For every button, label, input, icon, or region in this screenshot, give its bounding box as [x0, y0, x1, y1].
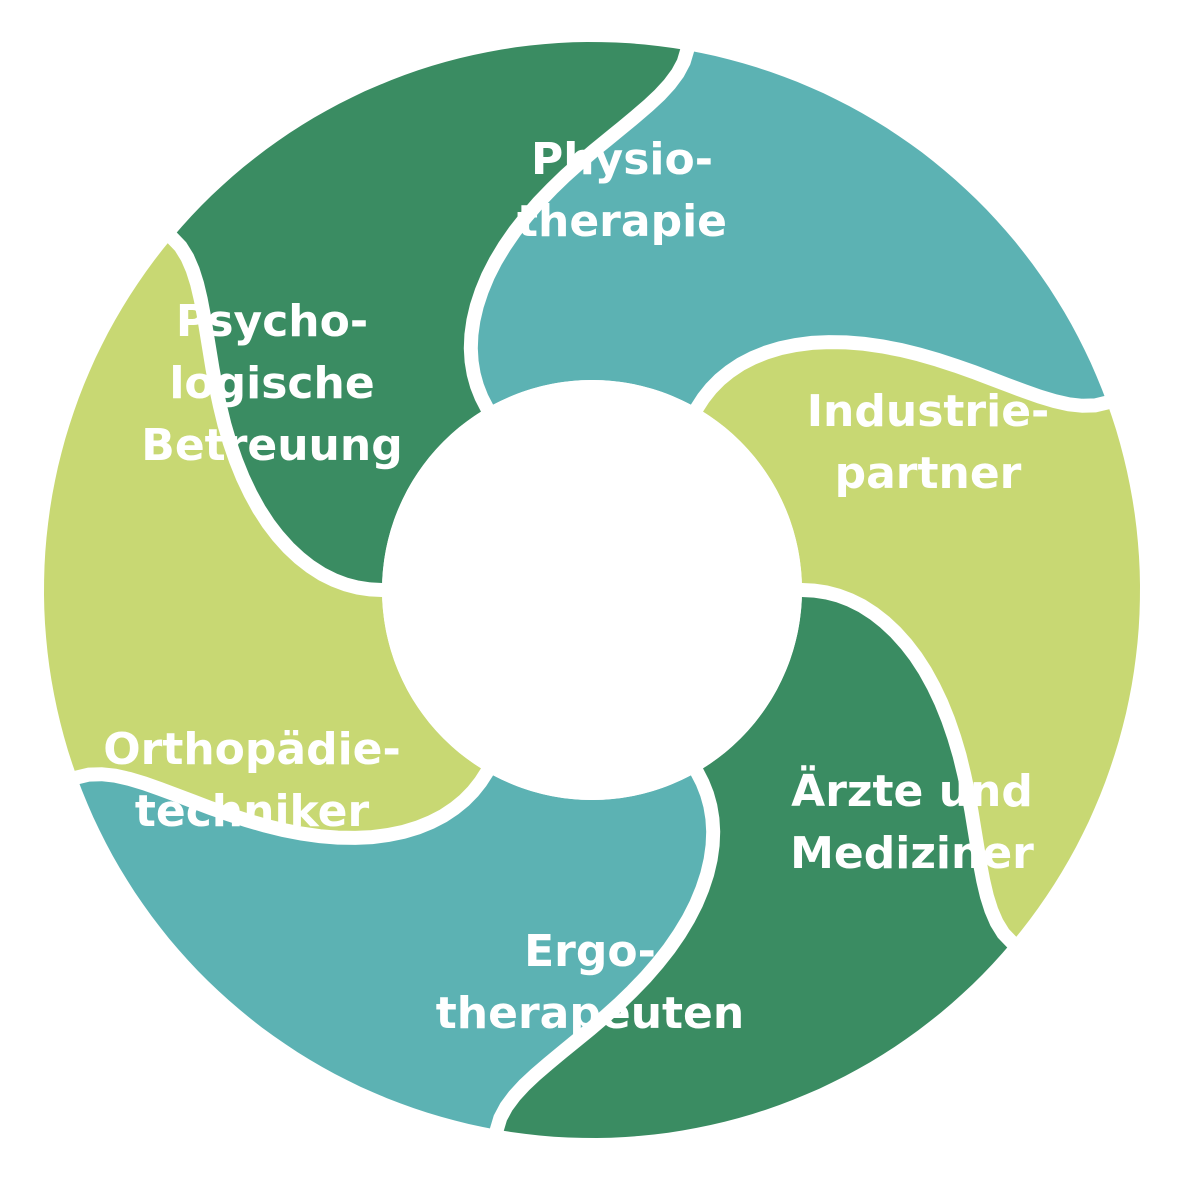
segment-divider [463, 43, 695, 416]
segment-divider [690, 335, 1114, 416]
label-orthopaedietechniker: Orthopädie-techniker [103, 724, 401, 837]
label-line: Betreuung [141, 420, 402, 471]
segment-ergotherapeuten [77, 771, 714, 1130]
label-line: Mediziner [790, 828, 1034, 879]
label-physiotherapie: Physio-therapie [517, 134, 727, 247]
label-line: Ergo- [524, 926, 656, 977]
segments-layer [44, 42, 1140, 1138]
label-line: Psycho- [176, 296, 368, 347]
segment-divider [165, 230, 389, 597]
label-ergotherapeuten: Ergo-therapeuten [436, 926, 744, 1039]
segment-physiotherapie [470, 50, 1107, 409]
segment-divider [795, 583, 1019, 950]
label-industriepartner: Industrie-partner [807, 386, 1050, 499]
label-line: Ärzte und [791, 764, 1033, 817]
segment-divider [70, 764, 494, 845]
label-line: therapeuten [436, 988, 744, 1039]
segment-divider [489, 764, 721, 1137]
label-line: Physio- [531, 134, 713, 185]
label-line: Orthopädie- [103, 724, 401, 775]
label-line: Industrie- [807, 386, 1050, 437]
label-line: techniker [135, 786, 370, 837]
label-line: logische [169, 358, 374, 409]
label-line: therapie [517, 196, 727, 247]
segment-industriepartner [697, 342, 1140, 943]
segment-orthopaedietechniker [44, 237, 487, 838]
label-line: partner [835, 448, 1022, 499]
center-hole [382, 380, 802, 800]
